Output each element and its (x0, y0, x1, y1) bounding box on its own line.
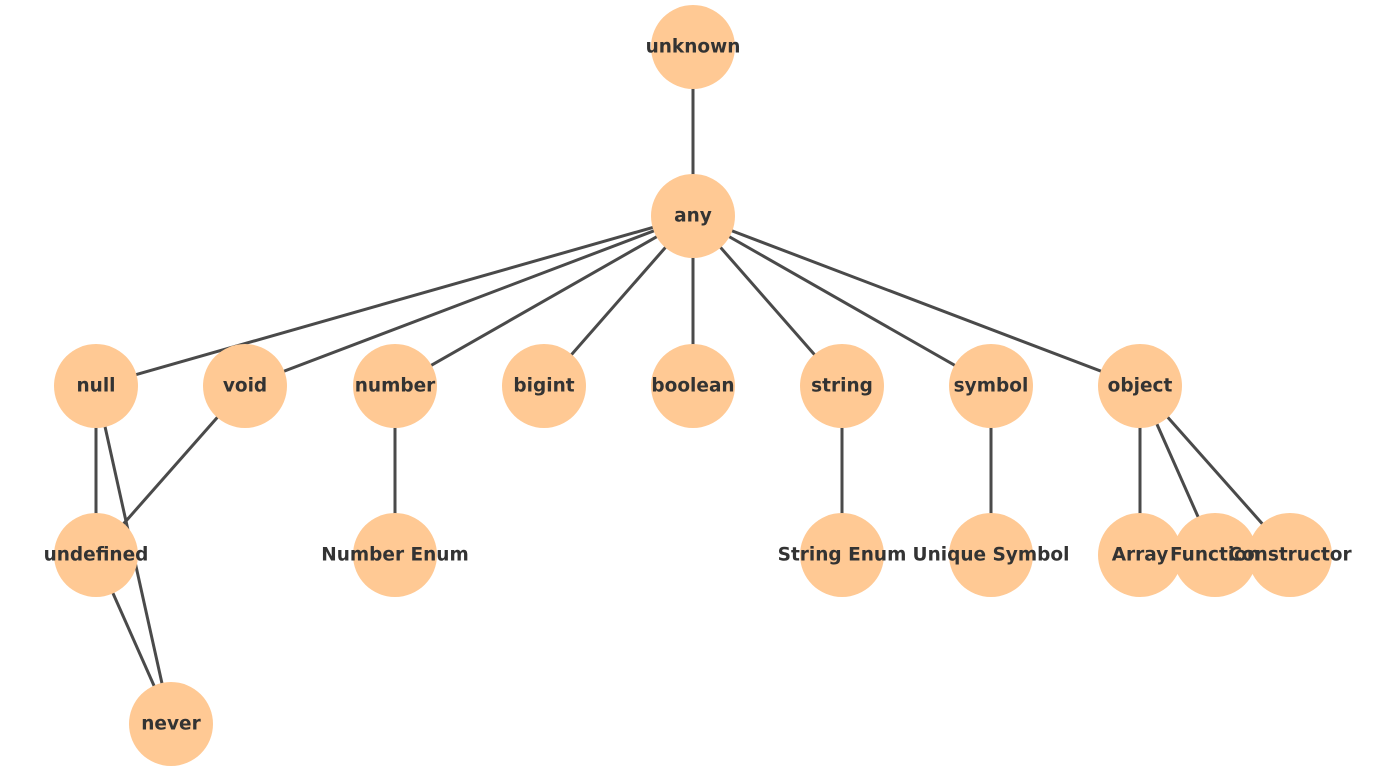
node-label-bigint: bigint (513, 376, 574, 397)
node-string (800, 344, 884, 428)
node-null (54, 344, 138, 428)
node-circle-bigint (502, 344, 586, 428)
node-circle-boolean (651, 344, 735, 428)
edge-any-to-number (394, 214, 694, 388)
node-any (651, 174, 735, 258)
edge-any-to-void (244, 214, 694, 388)
node-number-enum (353, 513, 437, 597)
node-circle-undefined (54, 513, 138, 597)
node-label-array: Array (1112, 545, 1169, 566)
node-circle-symbol (949, 344, 1033, 428)
edge-any-to-symbol (692, 214, 992, 388)
node-circle-array (1098, 513, 1182, 597)
node-unique-symbol (949, 513, 1033, 597)
node-label-boolean: boolean (651, 376, 734, 397)
node-circle-string (800, 344, 884, 428)
node-circle-string-enum (800, 513, 884, 597)
node-object (1098, 344, 1182, 428)
node-label-void: void (223, 376, 267, 397)
node-unknown (651, 5, 735, 89)
node-symbol (949, 344, 1033, 428)
node-label-object: object (1108, 376, 1173, 397)
node-label-function: Function (1170, 545, 1260, 566)
node-circle-any (651, 174, 735, 258)
node-label-string-enum: String Enum (778, 545, 907, 566)
node-bigint (502, 344, 586, 428)
node-never (129, 682, 213, 766)
node-label-never: never (141, 714, 201, 735)
node-label-null: null (76, 376, 115, 397)
node-number (353, 344, 437, 428)
node-undefined (54, 513, 138, 597)
node-circle-null (54, 344, 138, 428)
node-label-unknown: unknown (646, 37, 741, 58)
node-circle-never (129, 682, 213, 766)
node-label-any: any (674, 206, 712, 227)
node-string-enum (800, 513, 884, 597)
node-circle-void (203, 344, 287, 428)
nodes-layer: unknown any null void number bigint boolean str… (44, 5, 1353, 766)
node-label-undefined: undefined (44, 545, 149, 566)
node-boolean (651, 344, 735, 428)
node-circle-object (1098, 344, 1182, 428)
node-label-unique-symbol: Unique Symbol (913, 545, 1070, 566)
node-label-symbol: symbol (954, 376, 1029, 397)
edge-any-to-null (95, 214, 694, 388)
edge-any-to-object (692, 214, 1141, 388)
node-circle-unique-symbol (949, 513, 1033, 597)
node-circle-number-enum (353, 513, 437, 597)
node-void (203, 344, 287, 428)
node-circle-number (353, 344, 437, 428)
node-label-constructor: Constructor (1228, 545, 1352, 566)
node-circle-function (1173, 513, 1257, 597)
node-label-string: string (811, 376, 873, 397)
node-array (1098, 513, 1182, 597)
node-label-number: number (355, 376, 436, 397)
node-constructor (1248, 513, 1332, 597)
node-circle-unknown (651, 5, 735, 89)
node-circle-constructor (1248, 513, 1332, 597)
node-function (1173, 513, 1257, 597)
node-label-number-enum: Number Enum (321, 545, 469, 566)
